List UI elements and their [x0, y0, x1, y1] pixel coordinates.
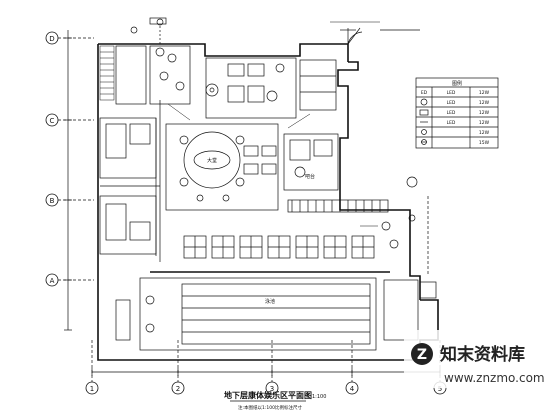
legend-title: 图例	[452, 80, 462, 87]
watermark-url: www.znzmo.com	[444, 371, 545, 385]
axis-label-bottom-4: 4	[350, 385, 355, 393]
legend-row-3-value: 12W	[479, 110, 490, 116]
drawing-scale: 1:100	[312, 394, 326, 400]
building-outline	[97, 43, 439, 361]
axis-label-bottom-1: 1	[90, 385, 94, 393]
legend-row-1-desc: LED	[447, 90, 456, 96]
legend-row-1-value: 12W	[479, 90, 490, 96]
fixtures-upper	[130, 17, 285, 102]
axis-label-left-4: A	[50, 277, 55, 285]
legend-row-4-value: 12W	[479, 120, 490, 126]
axis-label-bottom-3: 3	[270, 385, 274, 393]
axis-label-left-2: C	[50, 117, 55, 125]
window-grid-row	[183, 235, 375, 259]
watermark-brand: 知末资料库	[439, 344, 525, 365]
axis-label-left-3: B	[50, 197, 55, 205]
room-label-bar: 吧台	[305, 173, 315, 180]
room-label-hall: 大堂	[207, 157, 217, 164]
svg-text:Z: Z	[417, 347, 427, 363]
stair-top-left	[99, 45, 115, 101]
left-axis-markers	[45, 31, 94, 287]
pool-area	[115, 271, 390, 351]
axis-label-bottom-2: 2	[176, 385, 180, 393]
axis-label-bottom-5: 5	[438, 385, 442, 393]
legend-row-1-code: ED	[421, 90, 428, 96]
legend-row-5-value: 12W	[479, 130, 490, 136]
bottom-dimension-line	[91, 340, 441, 382]
watermark-logo-icon: Z	[411, 343, 433, 365]
right-lower-room	[381, 176, 437, 341]
drawing-title: 地下层康体娱乐区平面图	[224, 390, 312, 400]
legend-row-6-value: 15W	[479, 140, 490, 146]
central-lounge	[165, 123, 279, 211]
legend-row-3-desc: LED	[447, 110, 456, 116]
legend-row-4-desc: LED	[447, 120, 456, 126]
callout-leaders	[167, 21, 380, 227]
axis-label-left-1: D	[49, 35, 54, 43]
room-label-pool: 泳池	[265, 298, 275, 305]
left-rooms	[99, 100, 161, 262]
right-service-rooms	[283, 133, 389, 213]
door-swing-top-right	[340, 27, 420, 45]
legend-row-2-value: 12W	[479, 100, 490, 106]
left-dimension-line	[64, 30, 72, 331]
drawing-note: 注:本图纸以1:100比例标注尺寸	[238, 404, 302, 411]
legend-row-2-desc: LED	[447, 100, 456, 106]
legend-table	[415, 77, 499, 149]
